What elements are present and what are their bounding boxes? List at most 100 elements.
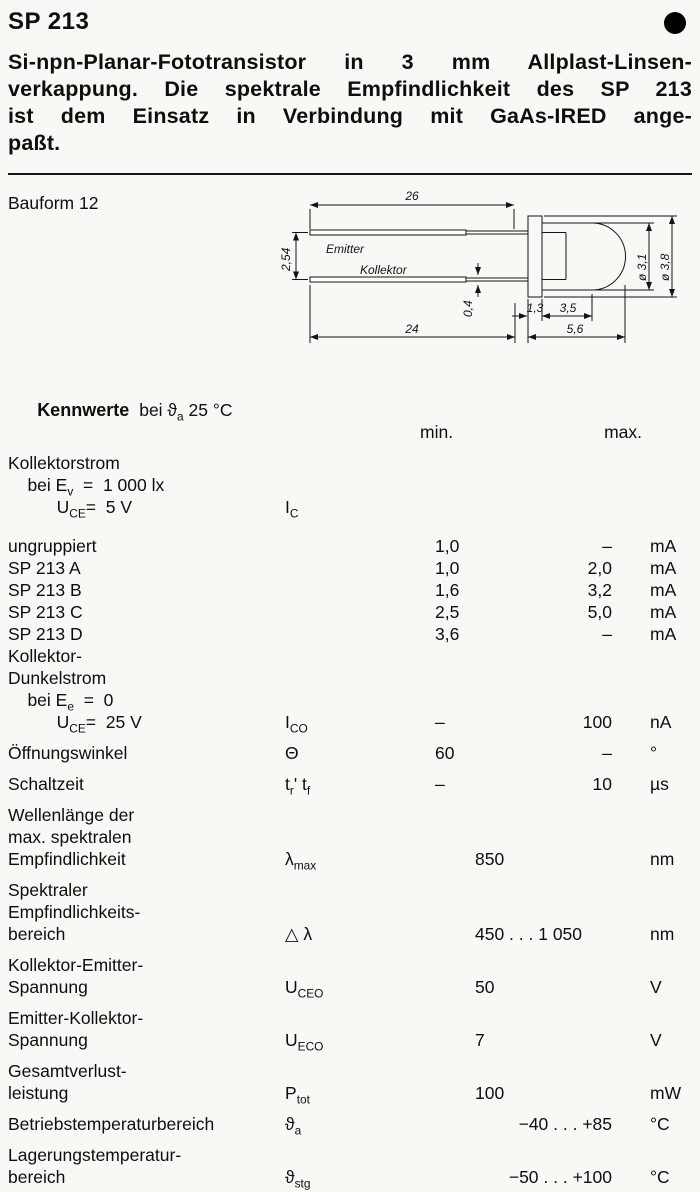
row-label: Lagerungstemperatur- bereich xyxy=(8,1145,182,1187)
row-symbol: tr' tf xyxy=(285,774,311,798)
row-min-value: 3,6 xyxy=(435,624,460,644)
dim-5-6 xyxy=(528,285,626,343)
row-unit: °C xyxy=(650,1114,670,1134)
page-title: SP 213 xyxy=(8,8,90,35)
page-header: SP 213 xyxy=(8,8,692,36)
row-symbol: ϑa xyxy=(285,1114,302,1138)
row-symbol: UECO xyxy=(285,1030,324,1054)
row-symbol: UCEO xyxy=(285,977,324,1001)
row-min-value: 100 xyxy=(475,1083,505,1103)
dim-3-5 xyxy=(542,294,593,321)
row-max-value: 100 xyxy=(582,712,612,732)
dim-26 xyxy=(309,202,515,229)
row-label: SP 213 A xyxy=(8,558,81,578)
dim-2-54 xyxy=(292,232,308,280)
row-min-value: 7 xyxy=(475,1030,485,1050)
dim-24 xyxy=(309,285,516,343)
divider xyxy=(8,173,692,175)
dim-dia-3-1 xyxy=(594,222,654,291)
table-row: Schaltzeit tr' tf – 10 µs xyxy=(8,773,692,798)
column-header-min: min. xyxy=(420,422,454,442)
description-line: Si-npn-Planar-Fototransistor in 3 mm All… xyxy=(8,50,692,74)
row-min-value: 450 . . . 1 050 xyxy=(475,924,583,944)
row-symbol: λmax xyxy=(285,849,317,873)
row-max-value: 3,2 xyxy=(587,580,612,600)
row-unit: µs xyxy=(650,774,669,794)
row-label: Öffnungswinkel xyxy=(8,743,128,763)
row-symbol: IC xyxy=(285,497,299,521)
kollektor-label: Kollektor xyxy=(360,263,408,277)
kollektor-lead xyxy=(309,276,529,283)
row-max-value: 5,0 xyxy=(587,602,612,622)
row-label: Schaltzeit xyxy=(8,774,84,794)
row-unit: nm xyxy=(650,849,675,869)
row-unit: mA xyxy=(650,602,677,622)
row-unit: °C xyxy=(650,1167,670,1187)
table-row: Kollektor- Dunkelstrom bei Ee = 0 UCE= 2… xyxy=(8,645,692,736)
row-label: SP 213 D xyxy=(8,624,83,644)
dim-0-4-label: 0,4 xyxy=(461,300,475,317)
row-max-value: – xyxy=(602,743,612,763)
bauform-label: Bauform 12 xyxy=(8,193,99,213)
table-heading: Kennwerte bei ϑa 25 °C xyxy=(8,377,435,443)
dim-dia-3-8-label: ø 3,8 xyxy=(658,253,672,281)
characteristics-table: Kennwerte bei ϑa 25 °C min. max. Kollekto… xyxy=(8,377,692,1191)
row-min-value: – xyxy=(435,774,445,794)
row-symbol: ICO xyxy=(285,712,308,736)
dim-1-3-label: 1,3 xyxy=(527,301,544,315)
description-line: verkappung. Die spektrale Empfindlichkei… xyxy=(8,77,692,101)
row-symbol: ϑstg xyxy=(285,1167,311,1191)
row-max-value: 2,0 xyxy=(587,558,612,578)
description: Si-npn-Planar-Fototransistor in 3 mm All… xyxy=(8,49,692,157)
table-header-row: Kennwerte bei ϑa 25 °C min. max. xyxy=(8,377,692,443)
row-label: Gesamtverlust- leistung xyxy=(8,1061,127,1103)
row-min-value: 50 xyxy=(475,977,495,997)
row-min-value: 850 xyxy=(475,849,505,869)
row-label: ungruppiert xyxy=(8,536,97,556)
row-max-value: 10 xyxy=(592,774,612,794)
package-outline xyxy=(527,215,626,298)
row-unit: ° xyxy=(650,743,657,763)
row-unit: mA xyxy=(650,580,677,600)
row-label: SP 213 C xyxy=(8,602,83,622)
table-row: SP 213 C 2,5 5,0 mA xyxy=(8,601,692,623)
description-line: paßt. xyxy=(8,131,61,155)
row-unit: mA xyxy=(650,536,677,556)
row-max-value: – xyxy=(602,536,612,556)
table-row: SP 213 D 3,6 – mA xyxy=(8,623,692,645)
kennwerte-condition: bei ϑa 25 °C xyxy=(139,400,233,424)
row-unit: nm xyxy=(650,924,675,944)
table-row: Wellenlänge der max. spektralen Empfindl… xyxy=(8,804,692,873)
kennwerte-label: Kennwerte xyxy=(37,400,130,420)
row-max-value: −40 . . . +85 xyxy=(518,1114,612,1134)
corner-dot-icon xyxy=(664,12,686,34)
dim-24-label: 24 xyxy=(404,322,419,336)
dim-dia-3-8 xyxy=(544,215,677,298)
row-max-value: – xyxy=(602,624,612,644)
row-unit: mA xyxy=(650,624,677,644)
row-unit: mA xyxy=(650,558,677,578)
row-min-value: 1,0 xyxy=(435,536,460,556)
outline-drawing-section: Bauform 12 xyxy=(8,185,692,377)
dim-dia-3-1-label: ø 3,1 xyxy=(635,254,649,281)
row-min-value: 2,5 xyxy=(435,602,460,622)
table-row: Kollektorstrom bei Ev = 1 000 lx UCE= 5 … xyxy=(8,452,692,521)
description-line: ist dem Einsatz in Verbindung mit GaAs-I… xyxy=(8,104,692,128)
row-unit: V xyxy=(650,1030,662,1050)
row-label: Kollektor-Emitter- Spannung xyxy=(8,955,144,997)
emitter-lead xyxy=(309,229,529,236)
dim-5-6-label: 5,6 xyxy=(567,322,584,336)
table-row: ungruppiert 1,0 – mA xyxy=(8,535,692,557)
column-header-max: max. xyxy=(604,422,642,442)
row-unit: V xyxy=(650,977,662,997)
dim-2-54-label: 2,54 xyxy=(279,247,293,272)
row-label: Spektraler Empfindlichkeits- bereich xyxy=(8,880,141,944)
